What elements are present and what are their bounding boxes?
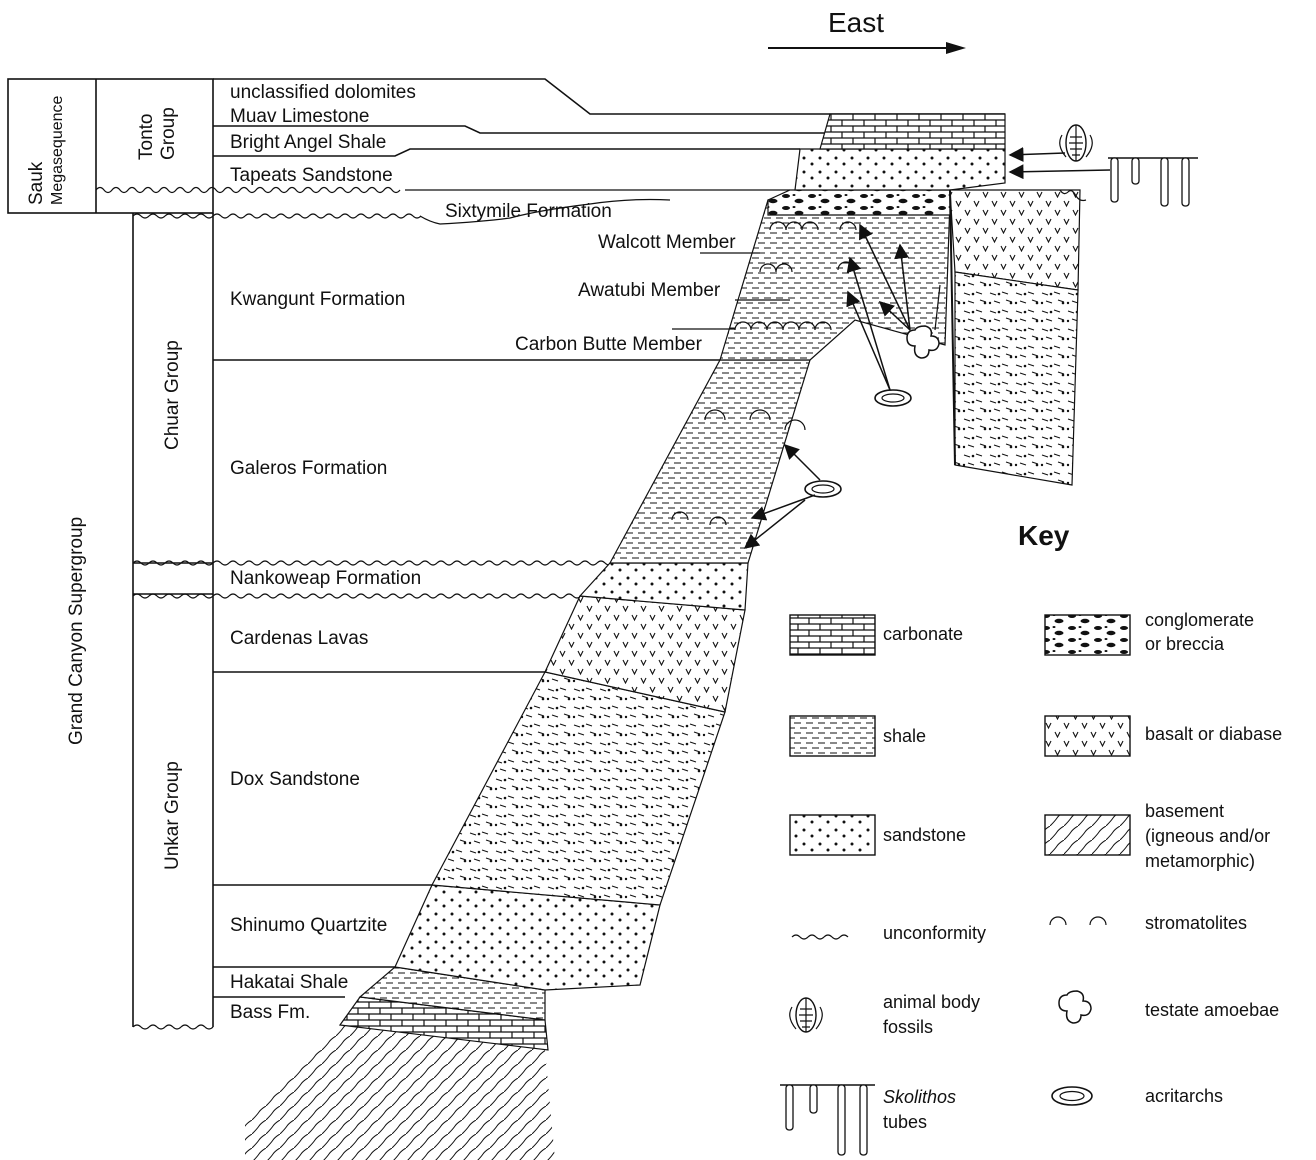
key-conglomerate-2: or breccia	[1145, 634, 1225, 654]
label-sixtymile: Sixtymile Formation	[445, 201, 612, 222]
key-basement-3: metamorphic)	[1145, 851, 1255, 871]
unconformity-lines	[95, 186, 790, 1030]
skolithos-icon	[1108, 157, 1198, 207]
key-skolithos-1: Skolithos	[883, 1087, 956, 1107]
tonto-label-1: Tonto	[136, 114, 157, 160]
sauk-box	[7, 78, 214, 214]
key-acritarchs: acritarchs	[1145, 1086, 1223, 1106]
key-basement-2: (igneous and/or	[1145, 826, 1270, 846]
key-testate-icon	[1058, 990, 1092, 1024]
label-nankoweap: Nankoweap Formation	[230, 568, 421, 589]
key-shale-swatch	[789, 715, 876, 757]
muav-unit	[819, 113, 1006, 150]
key-legend: Key carbonate shale sandstone unconformi…	[780, 520, 1282, 1156]
label-bass: Bass Fm.	[230, 1002, 310, 1023]
trilobite-icon	[1059, 124, 1093, 162]
label-dox: Dox Sandstone	[230, 769, 360, 790]
supergroup-label: Grand Canyon Supergroup	[66, 517, 87, 745]
key-animal-1: animal body	[883, 992, 980, 1012]
tapeats-unit	[794, 148, 1006, 191]
key-basalt: basalt or diabase	[1145, 724, 1282, 744]
label-carbon-butte: Carbon Butte Member	[515, 334, 703, 355]
key-conglomerate-swatch	[1044, 614, 1131, 656]
basement-unit	[245, 1025, 555, 1160]
label-tapeats: Tapeats Sandstone	[230, 165, 393, 186]
key-acritarch-icon	[1051, 1086, 1093, 1106]
key-animal-icon	[789, 997, 823, 1033]
fault-dox-unit	[954, 271, 1079, 486]
label-shinumo: Shinumo Quartzite	[230, 915, 387, 936]
galeros-unit	[608, 359, 811, 564]
key-stromatolite-icon	[1049, 916, 1107, 926]
label-walcott: Walcott Member	[598, 232, 736, 253]
acritarch-icon	[804, 480, 842, 498]
label-cardenas: Cardenas Lavas	[230, 628, 368, 649]
sixtymile-unit	[767, 189, 951, 216]
east-label: East	[828, 7, 884, 38]
label-galeros: Galeros Formation	[230, 458, 387, 479]
label-bright-angel: Bright Angel Shale	[230, 132, 386, 153]
key-stromatolites: stromatolites	[1145, 913, 1247, 933]
key-sandstone-swatch	[789, 814, 876, 856]
key-shale: shale	[883, 726, 926, 746]
key-basement-1: basement	[1145, 801, 1224, 821]
dox-unit	[431, 671, 726, 906]
key-conglomerate-1: conglomerate	[1145, 610, 1254, 630]
unkar-label: Unkar Group	[162, 761, 183, 870]
key-testate: testate amoebae	[1145, 1000, 1279, 1020]
profile-stromatolites	[671, 221, 857, 526]
tonto-label-2: Group	[158, 107, 179, 160]
key-title: Key	[1018, 520, 1070, 551]
key-sandstone: sandstone	[883, 825, 966, 845]
label-unclassified-dolomites: unclassified dolomites	[230, 82, 416, 103]
key-carbonate-swatch	[789, 614, 876, 656]
megasequence-label-1: Sauk	[26, 161, 47, 205]
column-profile	[245, 113, 1087, 1160]
east-arrow: East	[768, 7, 966, 54]
key-skolithos-2: tubes	[883, 1112, 927, 1132]
testate-amoeba-icon	[906, 325, 940, 359]
key-carbonate: carbonate	[883, 624, 963, 644]
key-basement-swatch	[1044, 814, 1131, 856]
acritarch-icon	[874, 389, 912, 407]
label-awatubi: Awatubi Member	[578, 280, 721, 301]
formation-lines	[213, 78, 1005, 998]
key-basalt-swatch	[1044, 715, 1131, 757]
key-animal-2: fossils	[883, 1017, 933, 1037]
key-unconformity-swatch	[791, 934, 849, 940]
column-frame	[7, 78, 214, 1027]
label-hakatai: Hakatai Shale	[230, 972, 348, 993]
key-unconformity: unconformity	[883, 923, 986, 943]
chuar-label: Chuar Group	[162, 340, 183, 450]
shinumo-unit	[394, 884, 661, 991]
megasequence-label-2: Megasequence	[49, 95, 66, 205]
profile-arrows	[743, 147, 1111, 549]
label-kwagunt: Kwangunt Formation	[230, 289, 405, 310]
label-muav: Muav Limestone	[230, 106, 369, 127]
key-skolithos-icon	[780, 1084, 875, 1156]
